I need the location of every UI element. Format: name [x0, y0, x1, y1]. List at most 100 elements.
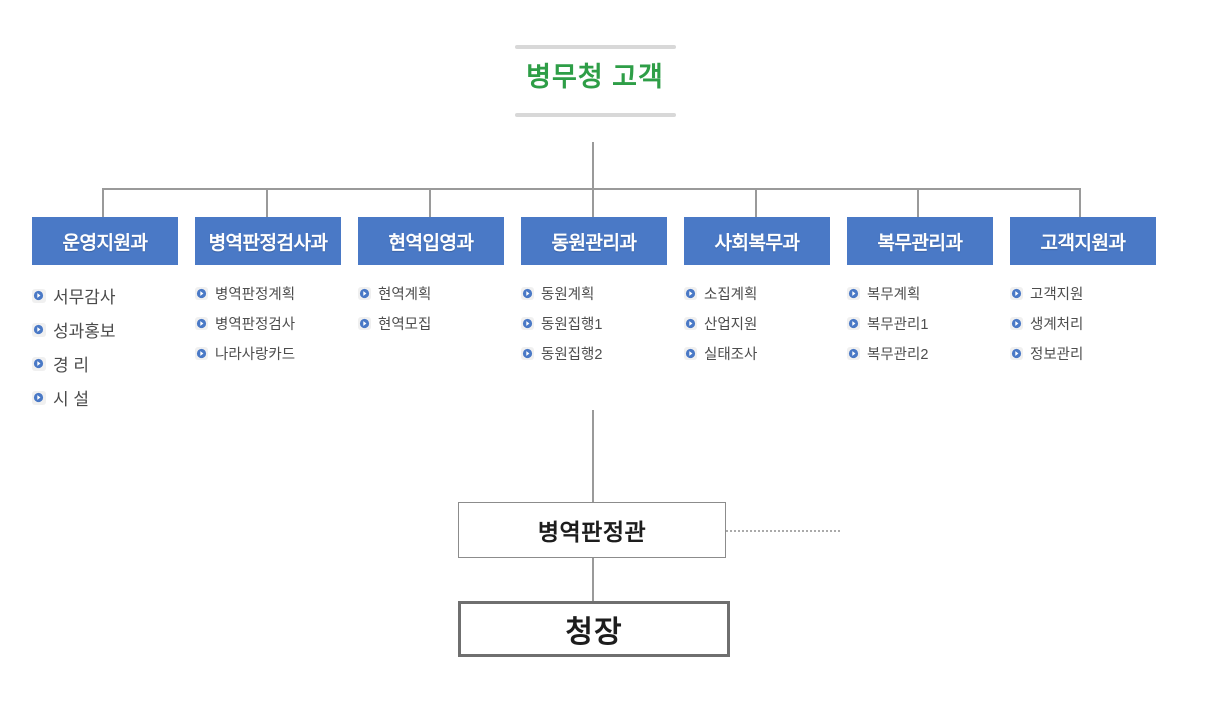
connector-bus-to-commissioner-officer — [592, 410, 594, 502]
connector-drop-6 — [917, 188, 919, 218]
root-divider-top — [515, 45, 676, 49]
list-item-label: 정보관리 — [1030, 347, 1084, 363]
node-cheongjang[interactable]: 청장 — [458, 601, 730, 657]
list-item[interactable]: 병역판정계획 — [195, 283, 341, 304]
arrow-right-circle-icon — [358, 287, 371, 300]
arrow-right-circle-icon — [195, 347, 208, 360]
list-item[interactable]: 복무관리1 — [847, 313, 993, 334]
list-item-label: 복무관리2 — [867, 347, 929, 363]
list-item[interactable]: 생계처리 — [1010, 313, 1156, 334]
department-header-7[interactable]: 고객지원과 — [1010, 217, 1156, 265]
department-header-3[interactable]: 현역입영과 — [358, 217, 504, 265]
list-item-label: 현역계획 — [378, 287, 432, 303]
arrow-right-circle-icon — [1010, 317, 1023, 330]
list-item[interactable]: 복무관리2 — [847, 343, 993, 364]
department-title: 고객지원과 — [1040, 232, 1126, 254]
arrow-right-circle-icon — [521, 287, 534, 300]
arrow-right-circle-icon — [521, 347, 534, 360]
connector-officer-to-commissioner — [592, 558, 594, 601]
department-item-list-3: 현역계획 현역모집 — [358, 283, 504, 334]
list-item[interactable]: 고객지원 — [1010, 283, 1156, 304]
list-item[interactable]: 현역모집 — [358, 313, 504, 334]
department-header-4[interactable]: 동원관리과 — [521, 217, 667, 265]
list-item[interactable]: 현역계획 — [358, 283, 504, 304]
department-header-5[interactable]: 사회복무과 — [684, 217, 830, 265]
list-item-label: 동원집행2 — [541, 347, 603, 363]
department-column-4: 동원관리과 동원계획 동원집행1 동원집행2 — [521, 217, 667, 373]
connector-dashed-right — [726, 530, 840, 532]
connector-drop-2 — [266, 188, 268, 218]
list-item-label: 현역모집 — [378, 317, 432, 333]
list-item-label: 산업지원 — [704, 317, 758, 333]
arrow-right-circle-icon — [521, 317, 534, 330]
connector-drop-3 — [429, 188, 431, 218]
department-title: 병역판정검사과 — [208, 232, 328, 254]
arrow-right-circle-icon — [684, 287, 697, 300]
list-item[interactable]: 경 리 — [32, 351, 178, 376]
connector-drop-1 — [102, 188, 104, 218]
node-label: 청장 — [565, 616, 623, 649]
list-item[interactable]: 실태조사 — [684, 343, 830, 364]
list-item-label: 시 설 — [53, 390, 90, 409]
department-item-list-1: 서무감사 성과홍보 경 리 시 설 — [32, 283, 178, 410]
department-header-2[interactable]: 병역판정검사과 — [195, 217, 341, 265]
arrow-right-circle-icon — [195, 317, 208, 330]
department-column-2: 병역판정검사과 병역판정계획 병역판정검사 나라사랑카드 — [195, 217, 341, 373]
node-label: 병역판정관 — [537, 519, 647, 545]
list-item[interactable]: 시 설 — [32, 385, 178, 410]
department-item-list-7: 고객지원 생계처리 정보관리 — [1010, 283, 1156, 364]
connector-bus-horizontal — [102, 188, 1081, 190]
list-item-label: 병역판정검사 — [215, 317, 296, 333]
arrow-right-circle-icon — [847, 287, 860, 300]
list-item[interactable]: 소집계획 — [684, 283, 830, 304]
arrow-right-circle-icon — [1010, 287, 1023, 300]
list-item-label: 고객지원 — [1030, 287, 1084, 303]
connector-drop-5 — [755, 188, 757, 218]
department-item-list-4: 동원계획 동원집행1 동원집행2 — [521, 283, 667, 364]
root-node-label: 병무청 고객 — [526, 62, 664, 92]
list-item[interactable]: 서무감사 — [32, 283, 178, 308]
connector-drop-4 — [592, 188, 594, 218]
department-title: 사회복무과 — [714, 232, 800, 254]
department-item-list-2: 병역판정계획 병역판정검사 나라사랑카드 — [195, 283, 341, 364]
list-item-label: 서무감사 — [53, 288, 116, 307]
list-item[interactable]: 동원집행1 — [521, 313, 667, 334]
department-title: 현역입영과 — [388, 232, 474, 254]
connector-root-to-bus — [592, 142, 594, 189]
arrow-right-circle-icon — [32, 288, 46, 303]
arrow-right-circle-icon — [32, 390, 46, 405]
department-title: 운영지원과 — [62, 232, 148, 254]
list-item-label: 복무계획 — [867, 287, 921, 303]
list-item[interactable]: 나라사랑카드 — [195, 343, 341, 364]
node-byeongyeok-pan-jeong-gwan[interactable]: 병역판정관 — [458, 502, 726, 558]
list-item[interactable]: 동원계획 — [521, 283, 667, 304]
list-item[interactable]: 복무계획 — [847, 283, 993, 304]
department-column-1: 운영지원과 서무감사 성과홍보 경 리 — [32, 217, 178, 419]
arrow-right-circle-icon — [1010, 347, 1023, 360]
department-item-list-5: 소집계획 산업지원 실태조사 — [684, 283, 830, 364]
list-item[interactable]: 산업지원 — [684, 313, 830, 334]
list-item[interactable]: 병역판정검사 — [195, 313, 341, 334]
list-item-label: 병역판정계획 — [215, 287, 296, 303]
list-item[interactable]: 동원집행2 — [521, 343, 667, 364]
department-header-1[interactable]: 운영지원과 — [32, 217, 178, 265]
department-column-5: 사회복무과 소집계획 산업지원 실태조사 — [684, 217, 830, 373]
arrow-right-circle-icon — [32, 322, 46, 337]
list-item-label: 나라사랑카드 — [215, 347, 296, 363]
list-item-label: 동원집행1 — [541, 317, 603, 333]
arrow-right-circle-icon — [358, 317, 371, 330]
list-item-label: 복무관리1 — [867, 317, 929, 333]
department-item-list-6: 복무계획 복무관리1 복무관리2 — [847, 283, 993, 364]
department-header-6[interactable]: 복무관리과 — [847, 217, 993, 265]
list-item-label: 소집계획 — [704, 287, 758, 303]
department-title: 동원관리과 — [551, 232, 637, 254]
list-item-label: 실태조사 — [704, 347, 758, 363]
list-item[interactable]: 성과홍보 — [32, 317, 178, 342]
department-column-3: 현역입영과 현역계획 현역모집 — [358, 217, 504, 343]
list-item[interactable]: 정보관리 — [1010, 343, 1156, 364]
root-divider-bottom — [515, 113, 676, 117]
list-item-label: 생계처리 — [1030, 317, 1084, 333]
arrow-right-circle-icon — [847, 347, 860, 360]
list-item-label: 동원계획 — [541, 287, 595, 303]
arrow-right-circle-icon — [32, 356, 46, 371]
